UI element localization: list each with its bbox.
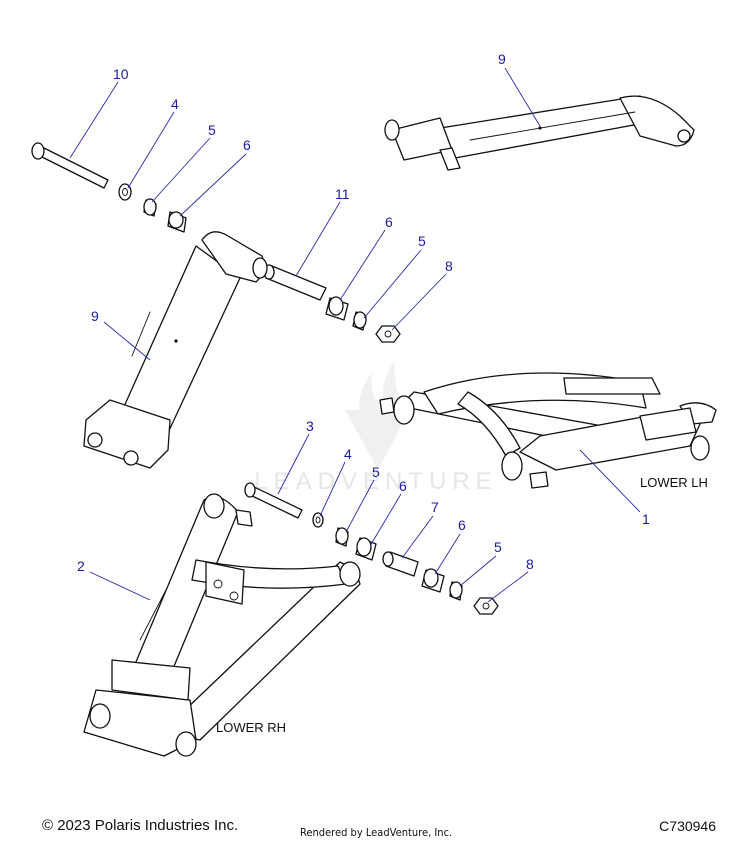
callout-4: 4	[344, 446, 352, 462]
callout-10: 10	[113, 66, 129, 82]
nut-part-8-mid	[375, 325, 401, 343]
callout-4: 4	[171, 96, 179, 112]
pin-part-11	[263, 264, 327, 301]
rod-part-9-top	[384, 95, 695, 171]
rendered-by-text: Rendered by LeadVenture, Inc.	[300, 826, 453, 839]
callout-5: 5	[372, 464, 380, 480]
lower-lh-label: LOWER LH	[640, 475, 708, 490]
rod-part-9-left	[83, 231, 268, 469]
callout-7: 7	[431, 499, 439, 515]
lower-rh-label: LOWER RH	[216, 720, 286, 735]
washer-part-4-lower	[312, 512, 324, 528]
a-arm-part-1-lower-lh	[379, 372, 717, 489]
bolt-part-3	[244, 482, 303, 519]
bolt-part-10	[31, 142, 109, 189]
diagram-code: C730946	[659, 818, 716, 834]
spacer-part-7	[382, 551, 419, 577]
callout-11: 11	[335, 186, 350, 202]
callout-numbers: 10 4 5 6 9 11 6 5 8 9 3 4 5 6 7 6 5 8 2 …	[77, 51, 650, 574]
bushing-part-5-lower-b	[449, 581, 463, 601]
callout-1: 1	[642, 511, 650, 527]
callout-6: 6	[385, 214, 393, 230]
callout-5: 5	[418, 233, 426, 249]
sleeve-part-6-lower-b	[421, 568, 445, 593]
washer-part-4-top	[118, 183, 132, 201]
callout-2: 2	[77, 558, 85, 574]
leader-lines	[69, 67, 641, 603]
callout-9: 9	[498, 51, 506, 67]
callout-9: 9	[91, 308, 99, 324]
bushing-part-5-mid	[352, 311, 367, 331]
callout-8: 8	[526, 556, 534, 572]
sleeve-part-6-top	[167, 211, 187, 233]
callout-5: 5	[208, 122, 216, 138]
callout-8: 8	[445, 258, 453, 274]
callout-5: 5	[494, 539, 502, 555]
callout-6: 6	[399, 478, 407, 494]
callout-3: 3	[306, 418, 314, 434]
bushing-part-5-top	[143, 198, 157, 217]
copyright-text: © 2023 Polaris Industries Inc.	[42, 817, 239, 834]
sleeve-part-6-mid	[325, 296, 349, 321]
nut-part-8-lower	[473, 597, 499, 615]
a-arm-part-2-lower-rh	[83, 493, 361, 757]
bushing-part-5-lower-a	[335, 527, 349, 547]
callout-6: 6	[243, 137, 251, 153]
callout-6: 6	[458, 517, 466, 533]
